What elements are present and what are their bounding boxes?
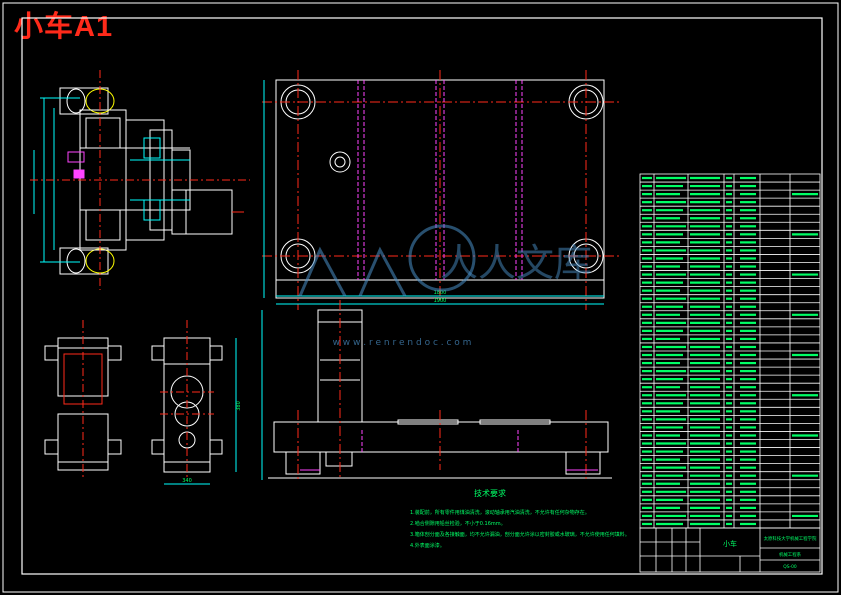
- title-block: [639, 527, 821, 573]
- drawing-title: 小车A1: [14, 11, 114, 43]
- title-block-school: 太原科技大学机械工程学院: [764, 535, 817, 542]
- watermark-url: w w w . r e n r e n d o c . c o m: [333, 338, 472, 348]
- gearbox-views: [44, 320, 237, 485]
- tech-req-list: 1.装配前，所有零件用煤油清洗，滚动轴承用汽油清洗，不允许有任何杂物存在。 2.…: [410, 509, 630, 549]
- dim-bottom-width: 1800: [434, 290, 447, 296]
- tech-req-item-3: 3.箱体剖分面及各接触面，均不允许漏油，剖分面允许涂以密封胶或水玻璃，不允许使用…: [410, 531, 630, 538]
- inner-frame: [21, 17, 823, 575]
- parts-list: [639, 173, 821, 529]
- title-block-dept: 机械工程系: [779, 551, 802, 558]
- watermark-text: 人人文库: [440, 241, 592, 285]
- section-view: [30, 70, 250, 290]
- tech-req-item-2: 2.啮合侧隙用铅丝检验，不小于0.16mm。: [410, 520, 506, 527]
- dim-gearbox-width: 340: [182, 478, 192, 484]
- watermark-logo: [298, 224, 476, 297]
- dim-plate-width: 1900: [434, 298, 447, 304]
- dim-gearbox-height: 380: [236, 401, 242, 411]
- front-elevation: [261, 300, 612, 482]
- tech-req-item-4: 4.外表面涂漆。: [410, 542, 445, 549]
- tech-req-title: 技术要求: [474, 488, 506, 498]
- title-block-drawing-no: QS-00: [783, 564, 797, 570]
- title-block-part-name: 小车: [723, 539, 737, 548]
- tech-req-item-1: 1.装配前，所有零件用煤油清洗，滚动轴承用汽油清洗，不允许有任何杂物存在。: [410, 509, 590, 516]
